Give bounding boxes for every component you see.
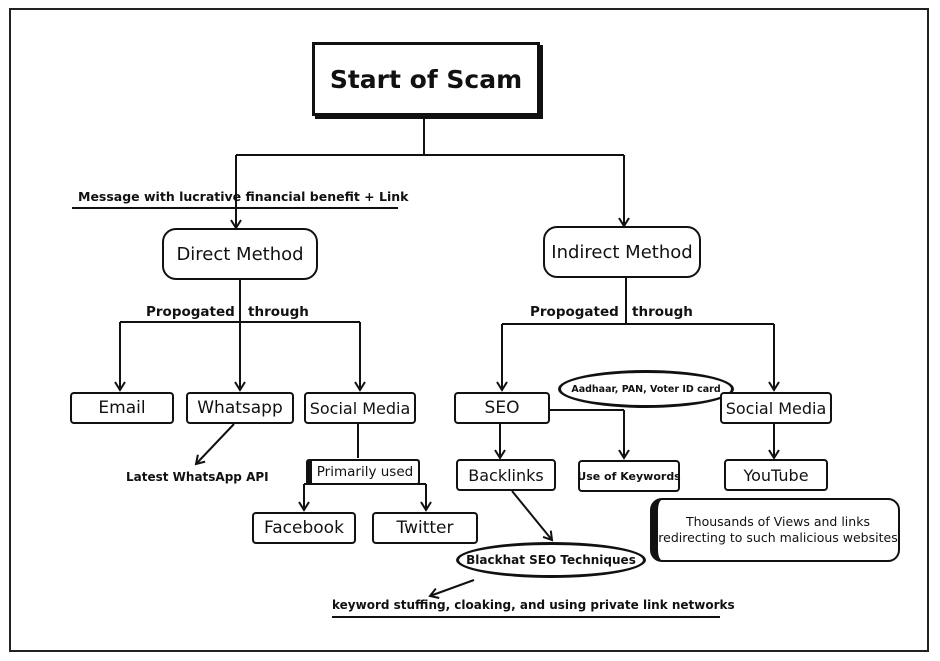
facebook-box: Facebook: [252, 512, 356, 544]
direct-method-box: Direct Method: [162, 228, 318, 280]
blackhat-note-underline: [332, 616, 720, 618]
start-of-scam-box: Start of Scam: [312, 42, 540, 116]
id-documents-label: Aadhaar, PAN, Voter ID card: [571, 383, 721, 395]
keywords-label: Use of Keywords: [577, 469, 681, 483]
youtube-label: YouTube: [743, 465, 809, 485]
twitter-box: Twitter: [372, 512, 478, 544]
social-media-direct-box: Social Media: [304, 392, 416, 424]
direct-method-label: Direct Method: [176, 243, 304, 265]
arrow-to-blackhat-note: [428, 579, 475, 599]
indirect-method-box: Indirect Method: [543, 226, 701, 278]
primarily-used-box: Primarily used: [306, 459, 420, 485]
youtube-views-box: Thousands of Views and links redirecting…: [650, 498, 900, 562]
diagram-frame: [9, 8, 929, 652]
social-media-indirect-label: Social Media: [725, 398, 827, 418]
seo-box: SEO: [454, 392, 550, 424]
keywords-box: Use of Keywords: [577, 460, 681, 492]
whatsapp-api-note: Latest WhatsApp API: [126, 470, 269, 484]
email-label: Email: [98, 398, 146, 418]
youtube-box: YouTube: [724, 459, 828, 491]
whatsapp-box: Whatsapp: [186, 392, 294, 424]
indirect-propagated-label: Propogated: [530, 304, 619, 320]
direct-through-label: through: [248, 304, 309, 320]
social-media-indirect-box: Social Media: [720, 392, 832, 424]
message-edge-underline: [72, 207, 398, 209]
youtube-views-line2: redirecting to such malicious websites: [658, 530, 898, 545]
backlinks-box: Backlinks: [456, 459, 556, 491]
whatsapp-label: Whatsapp: [197, 398, 283, 418]
twitter-label: Twitter: [396, 518, 454, 538]
id-documents-oval: Aadhaar, PAN, Voter ID card: [558, 370, 734, 408]
youtube-views-line1: Thousands of Views and links: [686, 514, 870, 529]
arrow-to-whatsapp-api: [194, 423, 235, 466]
direct-propagated-label: Propogated: [146, 304, 235, 320]
message-edge-label: Message with lucrative financial benefit…: [78, 189, 409, 204]
backlinks-label: Backlinks: [468, 465, 544, 485]
email-box: Email: [70, 392, 174, 424]
blackhat-techniques-note: keyword stuffing, cloaking, and using pr…: [332, 598, 735, 612]
facebook-label: Facebook: [264, 518, 344, 538]
indirect-through-label: through: [632, 304, 693, 320]
primarily-used-label: Primarily used: [316, 464, 414, 480]
seo-label: SEO: [484, 398, 520, 418]
blackhat-label: Blackhat SEO Techniques: [466, 553, 636, 567]
indirect-method-label: Indirect Method: [551, 241, 693, 263]
arrow-to-blackhat: [511, 490, 554, 542]
start-of-scam-label: Start of Scam: [329, 64, 523, 94]
social-media-direct-label: Social Media: [309, 398, 411, 418]
blackhat-oval: Blackhat SEO Techniques: [456, 542, 646, 578]
